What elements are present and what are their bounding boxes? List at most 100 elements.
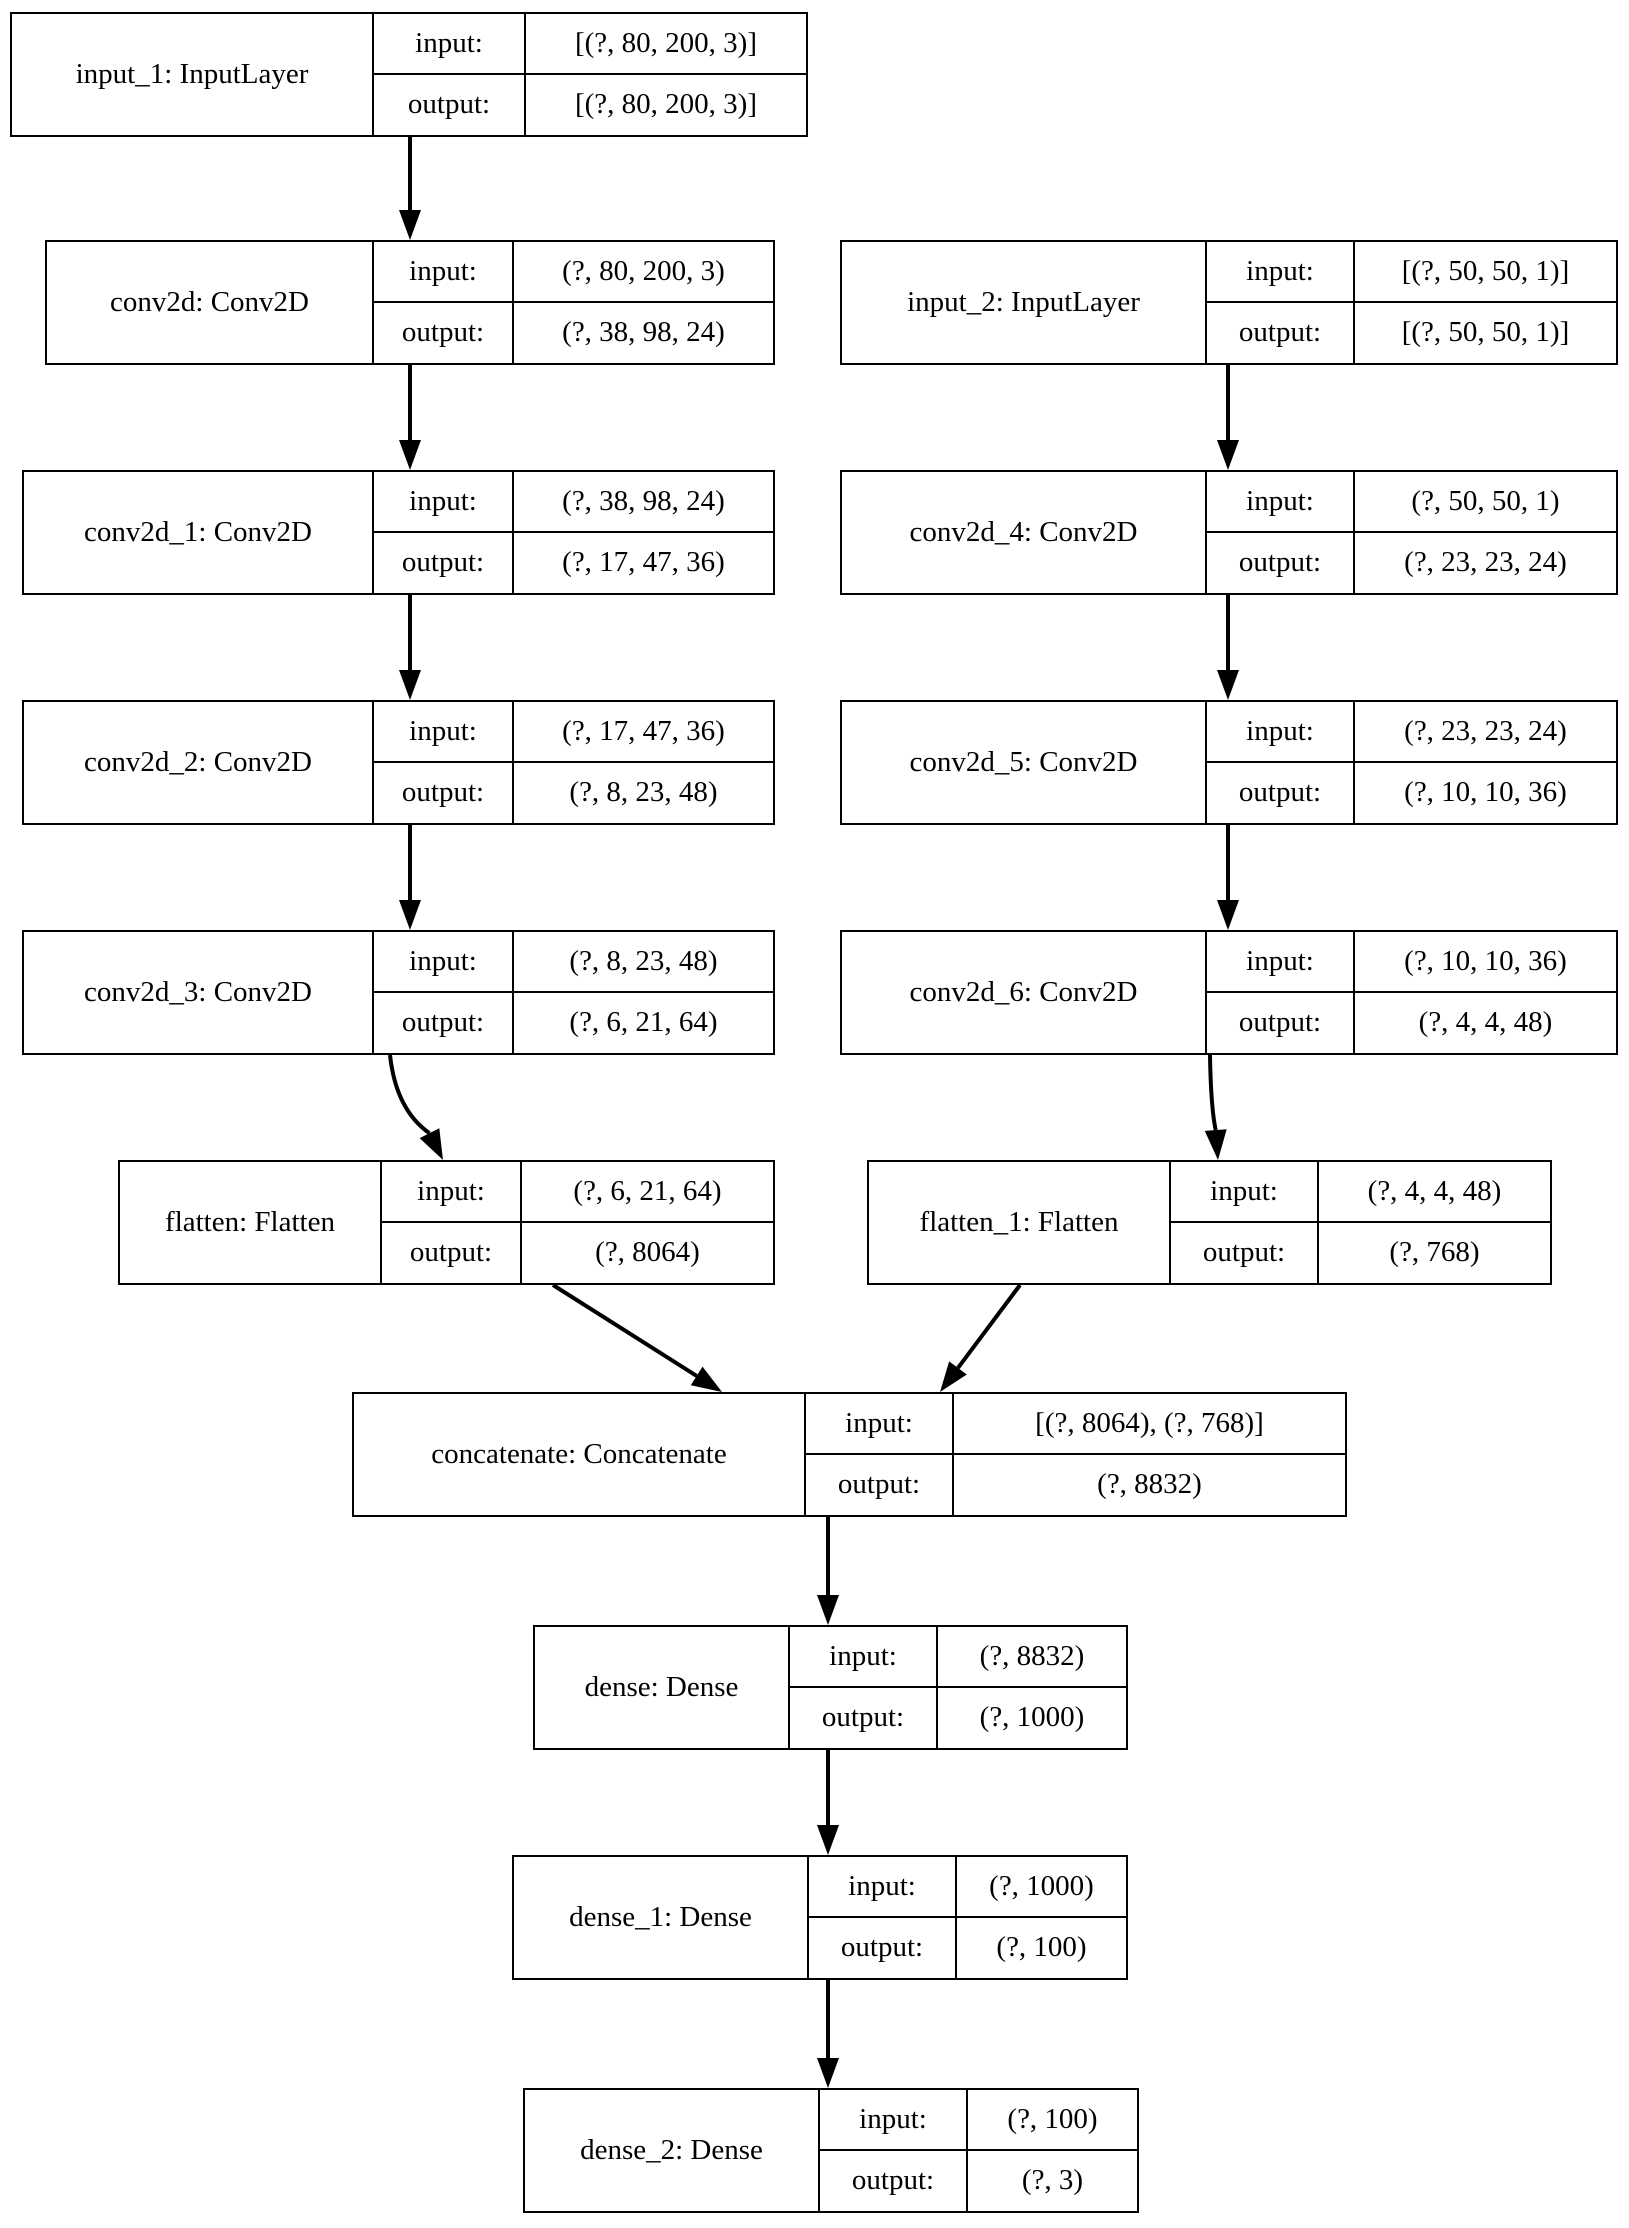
layer-title: dense_2: Dense: [580, 2133, 763, 2166]
input-shape-value: (?, 100): [1007, 2102, 1098, 2135]
layer-node-input_2[interactable]: input_2: InputLayer input:[(?, 50, 50, 1)…: [840, 240, 1618, 365]
layer-io-table: input:[(?, 50, 50, 1)]output:[(?, 50, 50…: [1205, 242, 1616, 363]
layer-output-row: output:(?, 6, 21, 64): [374, 992, 773, 1053]
output-label: output:: [1207, 992, 1355, 1053]
input-shape-value: (?, 38, 98, 24): [562, 484, 725, 517]
input-label: input:: [382, 1162, 522, 1221]
input-label: input:: [1207, 932, 1355, 991]
input-label: input:: [374, 242, 514, 301]
layer-title: conv2d_1: Conv2D: [84, 515, 312, 548]
input-shape-value: (?, 17, 47, 36): [562, 714, 725, 747]
layer-output-row: output: (?, 8064): [382, 1222, 773, 1283]
layer-output-row: output:(?, 23, 23, 24): [1207, 532, 1616, 593]
output-label: output:: [820, 2150, 968, 2211]
layer-io-table: input: (?, 10, 10, 36) output:(?, 4, 4, 48…: [1205, 932, 1616, 1053]
input-shape-value: (?, 6, 21, 64): [573, 1174, 722, 1207]
layer-input-row: input:(?, 4, 4, 48): [1171, 1162, 1550, 1223]
input-shape-value: (?, 10, 10, 36): [1404, 944, 1567, 977]
input-shape-value: (?, 23, 23, 24): [1404, 714, 1567, 747]
output-shape-value: (?, 3): [1021, 2164, 1084, 2197]
arrowhead: [1217, 900, 1239, 930]
layer-output-row: output: (?, 3): [820, 2150, 1137, 2211]
arrowhead: [690, 1366, 722, 1392]
edge-conv2d_2-to-conv2d_3: [399, 825, 421, 930]
output-label: output:: [374, 74, 526, 135]
layer-io-table: input: (?, 23, 23, 24) output: (?, 10, 10, …: [1205, 702, 1616, 823]
output-label: output:: [374, 302, 514, 363]
layer-output-row: output:(?, 100): [809, 1917, 1126, 1978]
output-label: output:: [1207, 762, 1355, 823]
layer-output-row: output: (?, 10, 10, 36): [1207, 762, 1616, 823]
edge-dense_1-to-dense_2: [817, 1980, 839, 2088]
layer-node-conv2d_2[interactable]: conv2d_2: Conv2D input:(?, 17, 47, 36)out…: [22, 700, 775, 825]
output-label: output:: [382, 1222, 522, 1283]
layer-io-table: input:(?, 38, 98, 24)output:(?, 17, 47, …: [372, 472, 773, 593]
output-shape-value: (?, 8, 23, 48): [569, 776, 718, 809]
input-label: input:: [1207, 702, 1355, 761]
arrowhead: [399, 440, 421, 470]
output-shape-value: (?, 100): [996, 1931, 1087, 1964]
input-shape-value: (?, 50, 50, 1): [1411, 484, 1560, 517]
output-shape-value: (?, 8064): [595, 1236, 700, 1269]
layer-output-row: output: (?, 8832): [806, 1454, 1345, 1515]
input-label: input:: [374, 14, 526, 73]
layer-output-row: output:(?, 768): [1171, 1222, 1550, 1283]
output-label: output:: [1207, 532, 1355, 593]
layer-io-table: input:[(?, 8064), (?, 768)]output:(?, 88…: [804, 1394, 1345, 1515]
edge-conv2d_3-to-flatten: [388, 1054, 443, 1160]
layer-title: input_2: InputLayer: [907, 285, 1140, 318]
arrowhead: [1217, 670, 1239, 700]
input-label: input:: [1207, 472, 1355, 531]
output-shape-value: (?, 8832): [1097, 1468, 1202, 1501]
layer-io-table: input:(?, 1000)output:(?, 100): [807, 1857, 1126, 1978]
layer-title: conv2d_4: Conv2D: [909, 515, 1138, 548]
output-shape-value: (?, 10, 10, 36): [1404, 776, 1567, 809]
input-label: input:: [809, 1857, 957, 1916]
output-shape-value: [(?, 80, 200, 3)]: [574, 88, 757, 121]
edge-flatten-to-concatenate: [551, 1283, 722, 1392]
layer-output-row: output:(?, 17, 47, 36): [374, 532, 773, 593]
edge-concatenate-to-dense: [817, 1517, 839, 1625]
layer-node-conv2d[interactable]: conv2d: Conv2D input: (?, 80, 200, 3) outpu…: [45, 240, 775, 365]
layer-io-table: input:(?, 80, 200, 3)output:(?, 38, 98, …: [372, 242, 773, 363]
layer-io-table: input:(?, 8832)output:(?, 1000): [788, 1627, 1126, 1748]
layer-io-table: input:(?, 17, 47, 36)output:(?, 8, 23, 4…: [372, 702, 773, 823]
input-shape-value: [(?, 50, 50, 1)]: [1401, 254, 1570, 287]
input-label: input:: [790, 1627, 938, 1686]
input-shape-value: [(?, 80, 200, 3)]: [574, 26, 757, 59]
layer-output-row: output:(?, 1000): [790, 1687, 1126, 1748]
input-shape-value: (?, 8, 23, 48): [569, 944, 718, 977]
edge-conv2d_4-to-conv2d_5: [1217, 595, 1239, 700]
layer-title: conv2d: Conv2D: [110, 285, 309, 318]
layer-output-row: output:(?, 4, 4, 48): [1207, 992, 1616, 1053]
layer-io-table: input:(?, 8, 23, 48)output:(?, 6, 21, 64…: [372, 932, 773, 1053]
arrowhead: [1217, 440, 1239, 470]
arrowhead: [1204, 1129, 1227, 1160]
layer-input-row: input:(?, 8832): [790, 1627, 1126, 1688]
output-shape-value: [(?, 50, 50, 1)]: [1401, 316, 1570, 349]
layer-node-conv2d_4[interactable]: conv2d_4: Conv2D input: (?, 50, 50, 1) outp…: [840, 470, 1618, 595]
layer-input-row: input: (?, 10, 10, 36): [1207, 932, 1616, 993]
layer-input-row: input: (?, 6, 21, 64): [382, 1162, 773, 1223]
layer-title: conv2d_2: Conv2D: [84, 745, 312, 778]
layer-input-row: input:(?, 8, 23, 48): [374, 932, 773, 993]
output-label: output:: [806, 1454, 954, 1515]
output-label: output:: [374, 532, 514, 593]
layer-output-row: output:(?, 8, 23, 48): [374, 762, 773, 823]
arrowhead: [399, 670, 421, 700]
input-label: input:: [806, 1394, 954, 1453]
edge-conv2d_5-to-conv2d_6: [1217, 825, 1239, 930]
input-shape-value: (?, 80, 200, 3): [562, 254, 725, 287]
layer-input-row: input:[(?, 50, 50, 1)]: [1207, 242, 1616, 303]
